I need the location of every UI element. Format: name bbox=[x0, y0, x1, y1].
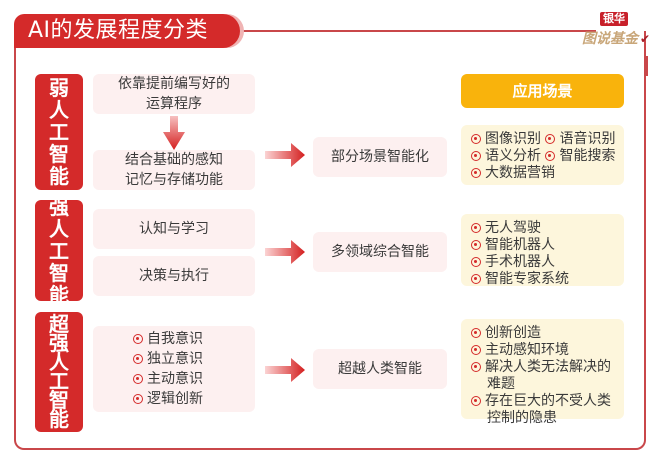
category-char: 智 bbox=[49, 142, 69, 166]
bullet-icon bbox=[471, 345, 481, 355]
arrow-right-icon bbox=[265, 358, 305, 382]
bullet-icon bbox=[471, 328, 481, 338]
bullet-icon bbox=[471, 168, 481, 178]
category-char: 人 bbox=[49, 98, 69, 122]
feature-box: 认知与学习 bbox=[93, 209, 255, 249]
result-box: 超越人类智能 bbox=[313, 349, 447, 389]
category-char: 人 bbox=[49, 350, 69, 374]
frame-accent bbox=[646, 56, 648, 76]
page-title: AI的发展程度分类 bbox=[14, 14, 240, 48]
bullet-icon bbox=[471, 274, 481, 284]
feature-box: 结合基础的感知 记忆与存储功能 bbox=[93, 150, 255, 190]
bullet-icon bbox=[471, 257, 481, 267]
application-item: 智能搜索 bbox=[559, 148, 616, 164]
category-char: 工 bbox=[49, 369, 69, 393]
bullet-icon bbox=[471, 223, 481, 233]
bullet-icon bbox=[545, 134, 556, 144]
application-item: 手术机器人 bbox=[485, 254, 555, 270]
application-item: 无人驾驶 bbox=[485, 220, 541, 236]
arrow-right-icon bbox=[265, 143, 305, 167]
application-item: 语音识别 bbox=[559, 131, 616, 147]
bullet-icon bbox=[471, 396, 481, 406]
category-char: 超 bbox=[49, 312, 69, 336]
category-char: 工 bbox=[49, 120, 69, 144]
feature-item: 逻辑创新 bbox=[147, 391, 203, 407]
bullet-icon bbox=[133, 334, 143, 344]
category-char: 强 bbox=[49, 194, 69, 219]
feature-item: 主动意识 bbox=[147, 371, 203, 387]
arrow-down-icon bbox=[163, 116, 185, 150]
header-rule bbox=[240, 30, 596, 32]
application-item: 智能机器人 bbox=[485, 237, 555, 253]
result-box: 多领域综合智能 bbox=[313, 232, 447, 272]
bullet-icon bbox=[545, 151, 556, 161]
application-item: 图像识别 bbox=[485, 131, 541, 147]
category-char: 能 bbox=[49, 282, 69, 307]
category-char: 智 bbox=[49, 388, 69, 412]
category-char: 弱 bbox=[49, 76, 69, 100]
application-item: 创新创造 bbox=[485, 325, 541, 341]
bullet-icon bbox=[471, 134, 481, 144]
result-box: 部分场景智能化 bbox=[313, 137, 447, 177]
feature-box: 自我意识 独立意识 主动意识 逻辑创新 bbox=[93, 326, 255, 412]
bullet-icon bbox=[133, 374, 143, 384]
category-char: 智 bbox=[49, 260, 69, 285]
bullet-icon bbox=[133, 354, 143, 364]
applications-box: 创新创造 主动感知环境 解决人类无法解决的 难题 存在巨大的不受人类 控制的隐患 bbox=[461, 319, 624, 426]
feature-item: 自我意识 bbox=[147, 331, 203, 347]
category-char: 工 bbox=[49, 238, 69, 263]
applications-box: 图像识别 语音识别 语义分析 智能搜索 大数据营销 bbox=[461, 125, 624, 185]
application-item: 智能专家系统 bbox=[485, 271, 569, 287]
application-item: 语义分析 bbox=[485, 148, 541, 164]
applications-box: 无人驾驶 智能机器人 手术机器人 智能专家系统 bbox=[461, 214, 624, 287]
feature-box: 决策与执行 bbox=[93, 256, 255, 296]
feature-item: 独立意识 bbox=[147, 351, 203, 367]
feature-box: 依靠提前编写好的 运算程序 bbox=[93, 74, 255, 114]
category-char: 强 bbox=[49, 331, 69, 355]
application-item: 控制的隐患 bbox=[487, 410, 557, 426]
category-char: 人 bbox=[49, 216, 69, 241]
application-item: 解决人类无法解决的 bbox=[485, 359, 611, 375]
category-super-ai: 超 强 人 工 智 能 bbox=[35, 312, 83, 432]
application-item: 主动感知环境 bbox=[485, 342, 569, 358]
arrow-right-icon bbox=[265, 240, 305, 264]
category-char: 能 bbox=[49, 164, 69, 188]
bullet-icon bbox=[133, 394, 143, 404]
bullet-icon bbox=[471, 151, 481, 161]
application-item: 难题 bbox=[487, 376, 515, 392]
logo-bottom-text: 图说基金 bbox=[582, 31, 638, 47]
category-weak-ai: 弱 人 工 智 能 bbox=[35, 74, 83, 190]
application-item: 存在巨大的不受人类 bbox=[485, 393, 611, 409]
logo-top-text: 银华 bbox=[600, 12, 628, 26]
application-item: 大数据营销 bbox=[485, 165, 555, 181]
bullet-icon bbox=[471, 240, 481, 250]
application-scenarios-header: 应用场景 bbox=[461, 74, 624, 108]
category-char: 能 bbox=[49, 407, 69, 431]
category-strong-ai: 强 人 工 智 能 bbox=[35, 196, 83, 306]
bullet-icon bbox=[471, 362, 481, 372]
check-icon: ✔ bbox=[640, 32, 651, 46]
brand-logo: 银华 图说基金 ✔ bbox=[582, 12, 652, 52]
diagram-frame bbox=[14, 31, 646, 450]
